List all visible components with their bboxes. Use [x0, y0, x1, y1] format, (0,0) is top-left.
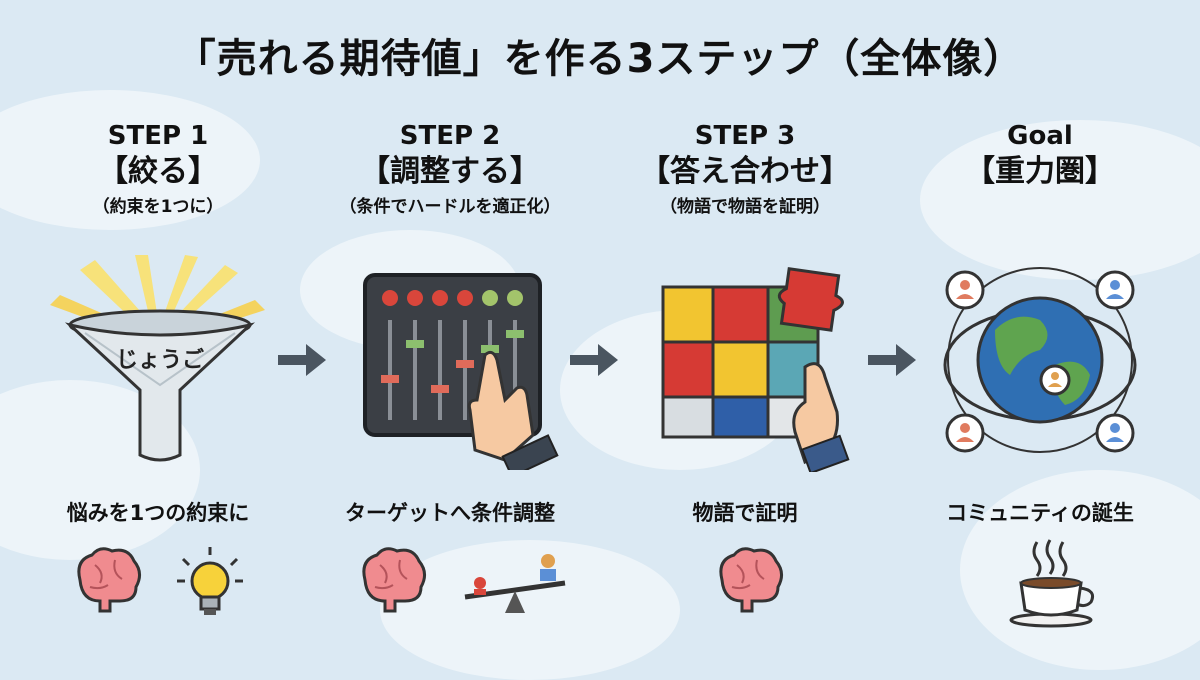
step-subtitle: （約束を1つに） [92, 197, 224, 217]
brain-icon [719, 547, 783, 613]
puzzle-icon [661, 267, 850, 472]
mixer-board-icon [363, 273, 559, 470]
step-name: 【重力圏】 [965, 154, 1115, 189]
brain-icon [362, 547, 426, 613]
step-3-header: STEP 3 【答え合わせ】 （物語で物語を証明） [605, 120, 885, 222]
arrow-icon [570, 344, 618, 376]
brain-icon [77, 547, 141, 613]
step-2-caption: ターゲットへ条件調整 [345, 501, 555, 525]
step-label: STEP 1 [107, 121, 209, 151]
arrow-icon [278, 344, 326, 376]
background-cloud [920, 120, 1200, 280]
globe-community-icon [943, 267, 1137, 453]
step-label: STEP 3 [694, 121, 796, 151]
step-name: 【絞る】 [98, 154, 218, 189]
step-subtitle: （物語で物語を証明） [660, 197, 830, 217]
seesaw-icon [464, 554, 566, 613]
step-label: Goal [1007, 121, 1073, 151]
funnel-icon: じょうご [50, 255, 265, 462]
coffee-cup-icon [1009, 539, 1095, 628]
background-cloud [0, 90, 260, 230]
step-name: 【調整する】 [360, 154, 540, 189]
step-name: 【答え合わせ】 [640, 154, 850, 189]
step-subtitle: （条件でハードルを適正化） [339, 197, 561, 217]
step-3-caption: 物語で証明 [692, 501, 798, 525]
arrow-icon [868, 344, 916, 376]
lightbulb-icon [177, 547, 243, 615]
step-2-header: STEP 2 【調整する】 （条件でハードルを適正化） [310, 120, 590, 222]
goal-caption: コミュニティの誕生 [946, 501, 1134, 525]
funnel-label: じょうご [116, 347, 204, 373]
goal-header: Goal 【重力圏】 [900, 120, 1180, 192]
step-label: STEP 2 [399, 121, 501, 151]
step-1-header: STEP 1 【絞る】 （約束を1つに） [18, 120, 298, 222]
page-title: 「売れる期待値」を作る3ステップ（全体像） [175, 36, 1025, 82]
background-cloud [960, 470, 1200, 670]
step-1-caption: 悩みを1つの約束に [66, 501, 250, 525]
